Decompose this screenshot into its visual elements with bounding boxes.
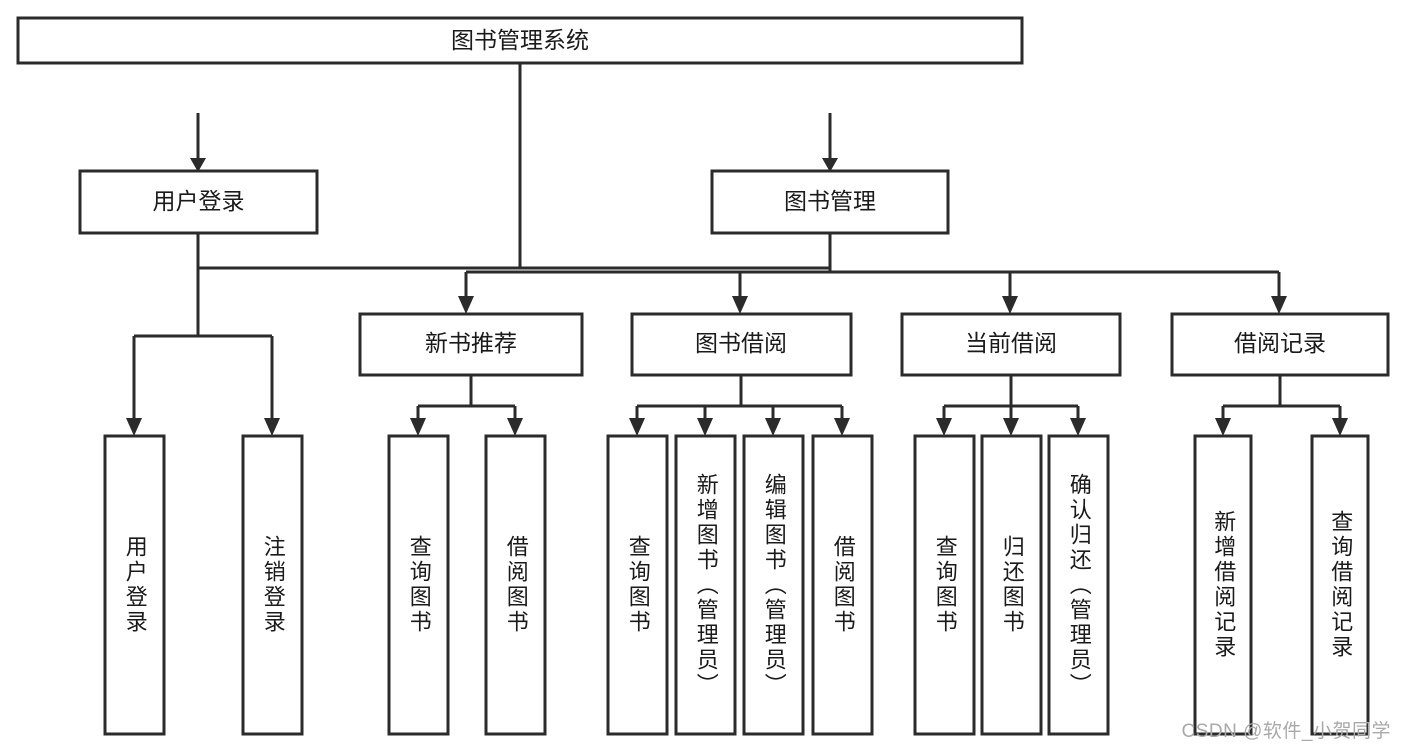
arrow-leaf-user-login bbox=[126, 418, 142, 436]
arrow-leaf-logout bbox=[264, 418, 280, 436]
arrow-leaf-query-book-2 bbox=[629, 418, 645, 436]
node-label-new-book-recommend: 新书推荐 bbox=[425, 330, 517, 356]
node-box-borrow-record[interactable] bbox=[1170, 312, 1390, 377]
leaf-box-query-book-3[interactable] bbox=[913, 434, 976, 736]
arrow-leaf-confirm-return bbox=[1070, 418, 1086, 436]
leaf-box-query-book-2[interactable] bbox=[606, 434, 669, 736]
node-borrow-record[interactable]: 借阅记录 bbox=[1170, 312, 1390, 377]
watermark-text: CSDN @软件_小贺同学 bbox=[1181, 721, 1391, 742]
node-box-current-borrow[interactable] bbox=[900, 312, 1122, 377]
node-box-book-borrow[interactable] bbox=[630, 312, 853, 377]
node-user-login[interactable]: 用户登录 bbox=[78, 169, 319, 235]
connector-group-root-children bbox=[190, 113, 838, 172]
connector-group-book-manage-children bbox=[458, 233, 1287, 314]
leaf-box-user-login[interactable] bbox=[103, 434, 166, 736]
leaf-box-confirm-return[interactable] bbox=[1047, 434, 1110, 736]
leaf-box-return-book[interactable] bbox=[980, 434, 1043, 736]
node-label-root: 图书管理系统 bbox=[451, 27, 589, 53]
leaf-box-group bbox=[103, 434, 1370, 736]
arrow-book-borrow bbox=[732, 296, 748, 314]
node-new-book-recommend[interactable]: 新书推荐 bbox=[358, 312, 584, 377]
arrow-leaf-borrow-book-1 bbox=[507, 418, 523, 436]
node-box-user-login[interactable] bbox=[78, 169, 319, 235]
node-box-root[interactable] bbox=[16, 16, 1024, 65]
leaf-box-logout[interactable] bbox=[241, 434, 304, 736]
leaf-box-add-record[interactable] bbox=[1193, 434, 1253, 736]
node-book-manage[interactable]: 图书管理 bbox=[710, 169, 950, 235]
node-label-borrow-record: 借阅记录 bbox=[1234, 330, 1326, 356]
leaf-box-edit-book[interactable] bbox=[742, 434, 805, 736]
connector-group-user-login-children bbox=[126, 233, 280, 436]
node-label-current-borrow: 当前借阅 bbox=[965, 330, 1057, 356]
node-box-new-book-recommend[interactable] bbox=[358, 312, 584, 377]
leaf-box-query-book-1[interactable] bbox=[387, 434, 450, 736]
leaf-box-borrow-book-1[interactable] bbox=[484, 434, 547, 736]
arrow-leaf-return-book bbox=[1003, 418, 1019, 436]
connector-group-new-book-recommend-children bbox=[410, 375, 523, 436]
node-label-user-login: 用户登录 bbox=[153, 188, 245, 214]
arrow-to-user-login bbox=[190, 158, 206, 172]
leaf-box-borrow-book-2[interactable] bbox=[811, 434, 874, 736]
node-book-borrow[interactable]: 图书借阅 bbox=[630, 312, 853, 377]
node-root[interactable]: 图书管理系统 bbox=[16, 16, 1024, 65]
node-label-book-manage: 图书管理 bbox=[784, 188, 876, 214]
arrow-leaf-query-book-1 bbox=[410, 418, 426, 436]
connector-group-root-to-level2 bbox=[196, 63, 832, 270]
arrow-leaf-query-record bbox=[1332, 418, 1348, 436]
arrow-leaf-add-book bbox=[697, 418, 713, 436]
arrow-current-borrow bbox=[1002, 296, 1018, 314]
leaf-box-add-book[interactable] bbox=[674, 434, 737, 736]
arrow-leaf-edit-book bbox=[765, 418, 781, 436]
arrow-borrow-record bbox=[1271, 296, 1287, 314]
arrow-to-book-manage bbox=[822, 158, 838, 172]
arrow-leaf-query-book-3 bbox=[936, 418, 952, 436]
node-current-borrow[interactable]: 当前借阅 bbox=[900, 312, 1122, 377]
node-label-book-borrow: 图书借阅 bbox=[695, 330, 787, 356]
connector-group-book-borrow-children bbox=[629, 375, 850, 436]
connector-group-borrow-record-children bbox=[1215, 375, 1348, 436]
arrow-leaf-borrow-book-2 bbox=[834, 418, 850, 436]
arrow-leaf-add-record bbox=[1215, 418, 1231, 436]
arrow-new-book-recommend bbox=[458, 296, 474, 314]
connector-group-current-borrow-children bbox=[936, 375, 1086, 436]
leaf-box-query-record[interactable] bbox=[1310, 434, 1370, 736]
